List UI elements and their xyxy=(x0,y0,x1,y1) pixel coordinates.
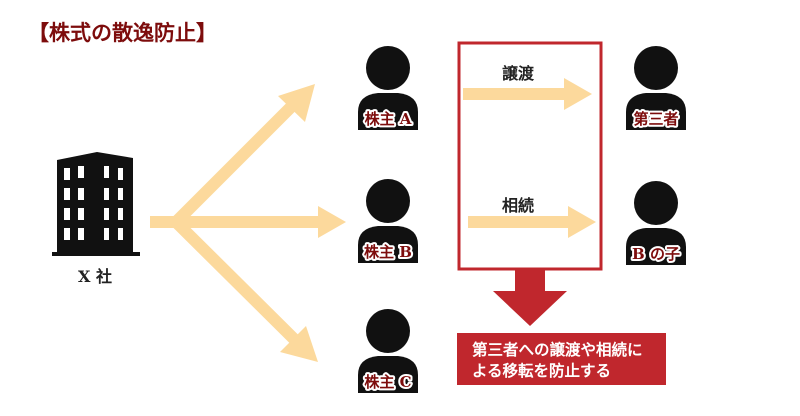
third-party: 第三者 xyxy=(626,46,686,130)
diagram-title: 【株式の散逸防止】 xyxy=(28,20,217,45)
inheritance-arrow xyxy=(468,206,596,238)
shareholder-a: 株主 A xyxy=(358,46,418,130)
shareholder-a-label: 株主 A xyxy=(365,110,412,128)
down-arrow xyxy=(493,270,567,326)
b-child: B の子 xyxy=(626,181,686,265)
arrow-to-shareholder-b xyxy=(176,206,346,238)
arrow-to-shareholder-c xyxy=(171,217,318,362)
third-party-label: 第三者 xyxy=(633,110,678,128)
shareholder-b: 株主 B xyxy=(358,179,418,263)
highlight-box xyxy=(457,41,603,271)
note-line-1: 第三者への譲渡や相続に xyxy=(472,340,643,359)
inheritance-label: 相続 xyxy=(502,196,534,215)
arrow-to-shareholder-a xyxy=(171,84,315,227)
distribution-arrows xyxy=(150,84,346,362)
building-icon xyxy=(52,152,140,256)
b-child-label: B の子 xyxy=(632,245,680,263)
transfer-arrow xyxy=(463,78,592,110)
prevention-note: 第三者への譲渡や相続に よる移転を防止する xyxy=(457,333,666,385)
arrow-stem xyxy=(150,216,180,228)
shareholder-c: 株主 C xyxy=(358,309,418,393)
transfer-label: 譲渡 xyxy=(502,64,535,83)
shareholder-b-label: 株主 B xyxy=(364,243,412,261)
shareholder-c-label: 株主 C xyxy=(364,373,411,391)
note-line-2: よる移転を防止する xyxy=(472,361,611,380)
company-label: X 社 xyxy=(78,267,112,286)
